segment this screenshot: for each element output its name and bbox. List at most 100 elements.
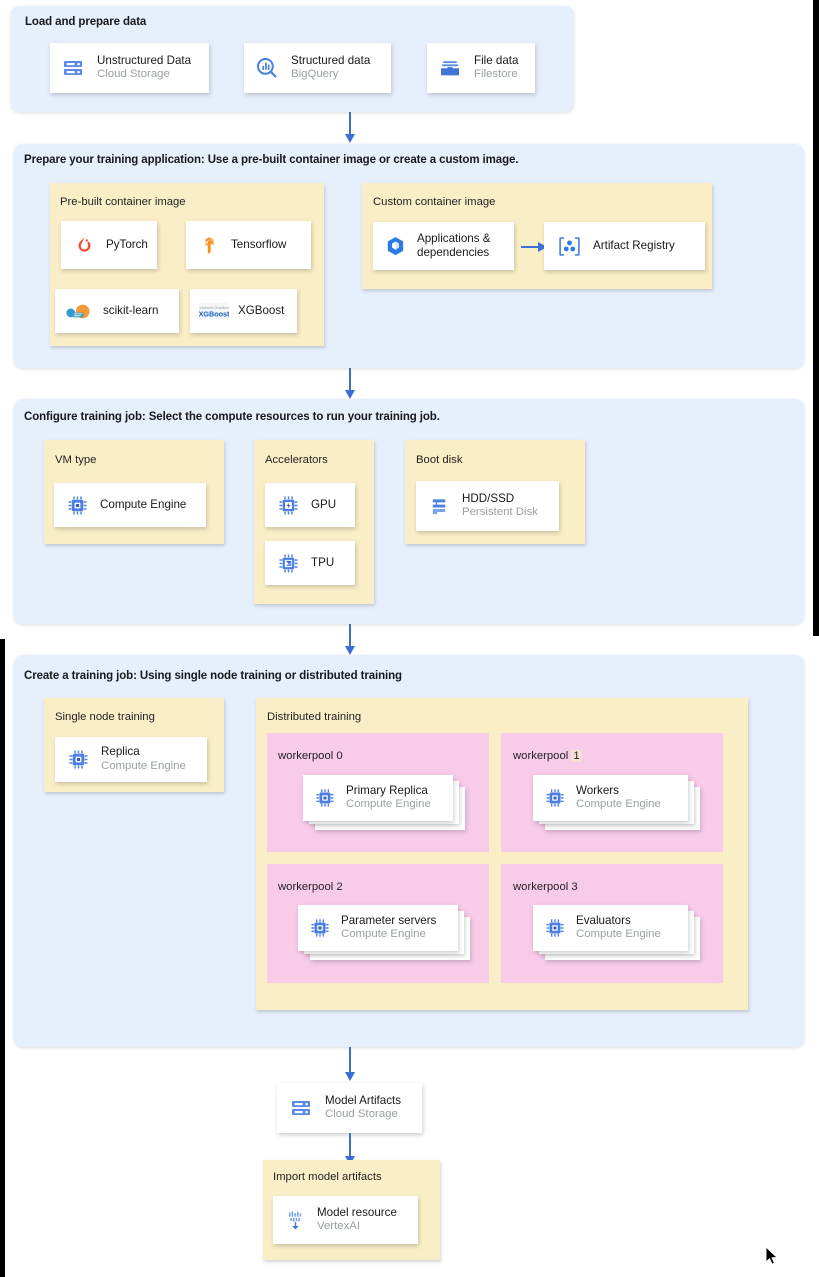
group-boot-disk-title: Boot disk: [416, 454, 463, 466]
stack-primary-replica: Primary Replica Compute Engine: [303, 775, 465, 833]
arrow-stage4-to-model-artifacts: [345, 1047, 355, 1081]
card-primary-replica[interactable]: Primary Replica Compute Engine: [303, 775, 453, 821]
stage4-title: Create a training job: Using single node…: [24, 670, 402, 682]
card-title: TPU: [311, 555, 335, 569]
pool-1-title: workerpool 1: [513, 750, 582, 762]
cloud-storage-icon: [60, 55, 86, 81]
stage3-title: Configure training job: Select the compu…: [24, 411, 440, 423]
pool-2-title: workerpool 2: [278, 881, 343, 893]
group-custom-title: Custom container image: [373, 196, 496, 208]
card-title: Parameter servers: [341, 913, 437, 927]
card-title: Replica: [101, 745, 140, 759]
cpu-chip-icon: [313, 787, 336, 810]
pool-0-label: workerpool: [278, 750, 334, 762]
card-subtitle: VertexAI: [317, 1220, 361, 1233]
cpu-chip-icon: [308, 917, 331, 940]
window-edge-left: [0, 639, 5, 1277]
card-title: HDD/SSD: [462, 491, 515, 505]
card-title: Structured data: [291, 53, 371, 67]
group-vm-type-title: VM type: [55, 454, 97, 466]
pool-3-index: 3: [571, 881, 578, 893]
pool-0-title: workerpool 0: [278, 750, 343, 762]
svg-text:eXtreme Gradient: eXtreme Gradient: [199, 306, 228, 310]
card-title: XGBoost: [238, 303, 285, 317]
container-package-icon: [383, 234, 407, 258]
stack-evaluators: Evaluators Compute Engine: [533, 905, 703, 963]
card-subtitle: Compute Engine: [576, 928, 661, 941]
artifact-registry-icon: [556, 234, 582, 258]
group-single-node-title: Single node training: [55, 711, 155, 723]
card-scikit-learn[interactable]: scikit-learn: [55, 289, 179, 333]
group-accelerators-title: Accelerators: [265, 454, 328, 466]
card-title: Evaluators: [576, 913, 631, 927]
card-title: scikit-learn: [103, 303, 159, 317]
card-workers[interactable]: Workers Compute Engine: [533, 775, 688, 821]
arrow-stage3-to-stage4: [345, 624, 355, 655]
pool-2-label: workerpool: [278, 881, 334, 893]
arrow-stage1-to-stage2: [345, 112, 355, 143]
tensorflow-icon: [198, 234, 220, 256]
card-file-data[interactable]: File data Filestore: [427, 43, 535, 93]
card-subtitle: Filestore: [474, 68, 518, 81]
card-unstructured-data[interactable]: Unstructured Data Cloud Storage: [50, 43, 209, 93]
gpu-chip-icon: [276, 493, 300, 517]
card-model-resource[interactable]: Model resource VertexAI: [273, 1196, 418, 1244]
persistent-disk-icon: [427, 494, 451, 518]
card-parameter-servers[interactable]: Parameter servers Compute Engine: [298, 905, 458, 951]
card-title: Applications &: [417, 231, 491, 245]
card-title: Tensorflow: [231, 237, 287, 251]
card-artifact-registry[interactable]: Artifact Registry: [544, 222, 705, 270]
cpu-chip-icon: [543, 787, 566, 810]
card-applications-dependencies[interactable]: Applications & dependencies: [373, 222, 514, 270]
pool-0-index: 0: [336, 750, 343, 762]
card-pytorch[interactable]: PyTorch: [61, 221, 157, 269]
card-xgboost[interactable]: eXtreme Gradient XGBoost XGBoost: [190, 289, 297, 333]
card-title: File data: [474, 53, 519, 67]
card-subtitle: Cloud Storage: [97, 68, 170, 81]
card-title: Model Artifacts: [325, 1093, 402, 1107]
card-title-line2: dependencies: [417, 246, 490, 259]
card-tensorflow[interactable]: Tensorflow: [186, 221, 311, 269]
card-title: PyTorch: [106, 237, 148, 251]
group-import-title: Import model artifacts: [273, 1171, 382, 1183]
group-distributed-title: Distributed training: [267, 711, 362, 723]
card-model-artifacts[interactable]: Model Artifacts Cloud Storage: [277, 1083, 422, 1133]
card-subtitle: Persistent Disk: [462, 506, 538, 519]
stage2-title: Prepare your training application: Use a…: [24, 154, 519, 166]
card-title: Model resource: [317, 1205, 397, 1219]
card-title: Compute Engine: [100, 497, 187, 511]
pool-2-index: 2: [336, 881, 343, 893]
card-compute-engine-vm[interactable]: Compute Engine: [54, 483, 206, 527]
filestore-icon: [437, 55, 463, 81]
pool-3-title: workerpool 3: [513, 881, 578, 893]
cpu-chip-icon: [543, 917, 566, 940]
bigquery-icon: [254, 55, 280, 81]
card-title: Artifact Registry: [593, 238, 675, 252]
pool-1-label: workerpool: [513, 750, 569, 762]
card-subtitle: Compute Engine: [346, 798, 431, 811]
card-gpu[interactable]: GPU: [265, 483, 355, 527]
card-structured-data[interactable]: Structured data BigQuery: [244, 43, 391, 93]
card-title: GPU: [311, 497, 337, 511]
card-subtitle: Compute Engine: [341, 928, 426, 941]
card-title: Unstructured Data: [97, 53, 192, 67]
card-subtitle: Compute Engine: [101, 759, 186, 772]
card-hdd-ssd[interactable]: HDD/SSD Persistent Disk: [416, 481, 559, 531]
card-evaluators[interactable]: Evaluators Compute Engine: [533, 905, 688, 951]
card-subtitle: Cloud Storage: [325, 1108, 398, 1121]
group-prebuilt-title: Pre-built container image: [60, 196, 186, 208]
tpu-chip-icon: [276, 551, 300, 575]
arrow-stage2-to-stage3: [345, 368, 355, 399]
svg-text:XGBoost: XGBoost: [199, 309, 229, 318]
mouse-cursor: [765, 1246, 779, 1265]
cpu-chip-icon: [66, 748, 90, 772]
pytorch-icon: [73, 234, 95, 256]
stack-workers: Workers Compute Engine: [533, 775, 703, 833]
card-replica[interactable]: Replica Compute Engine: [55, 737, 207, 782]
card-tpu[interactable]: TPU: [265, 541, 355, 585]
cloud-storage-icon: [288, 1095, 314, 1121]
xgboost-icon: eXtreme Gradient XGBoost: [199, 301, 229, 321]
model-resource-icon: [283, 1208, 307, 1232]
card-title: Primary Replica: [346, 783, 428, 797]
